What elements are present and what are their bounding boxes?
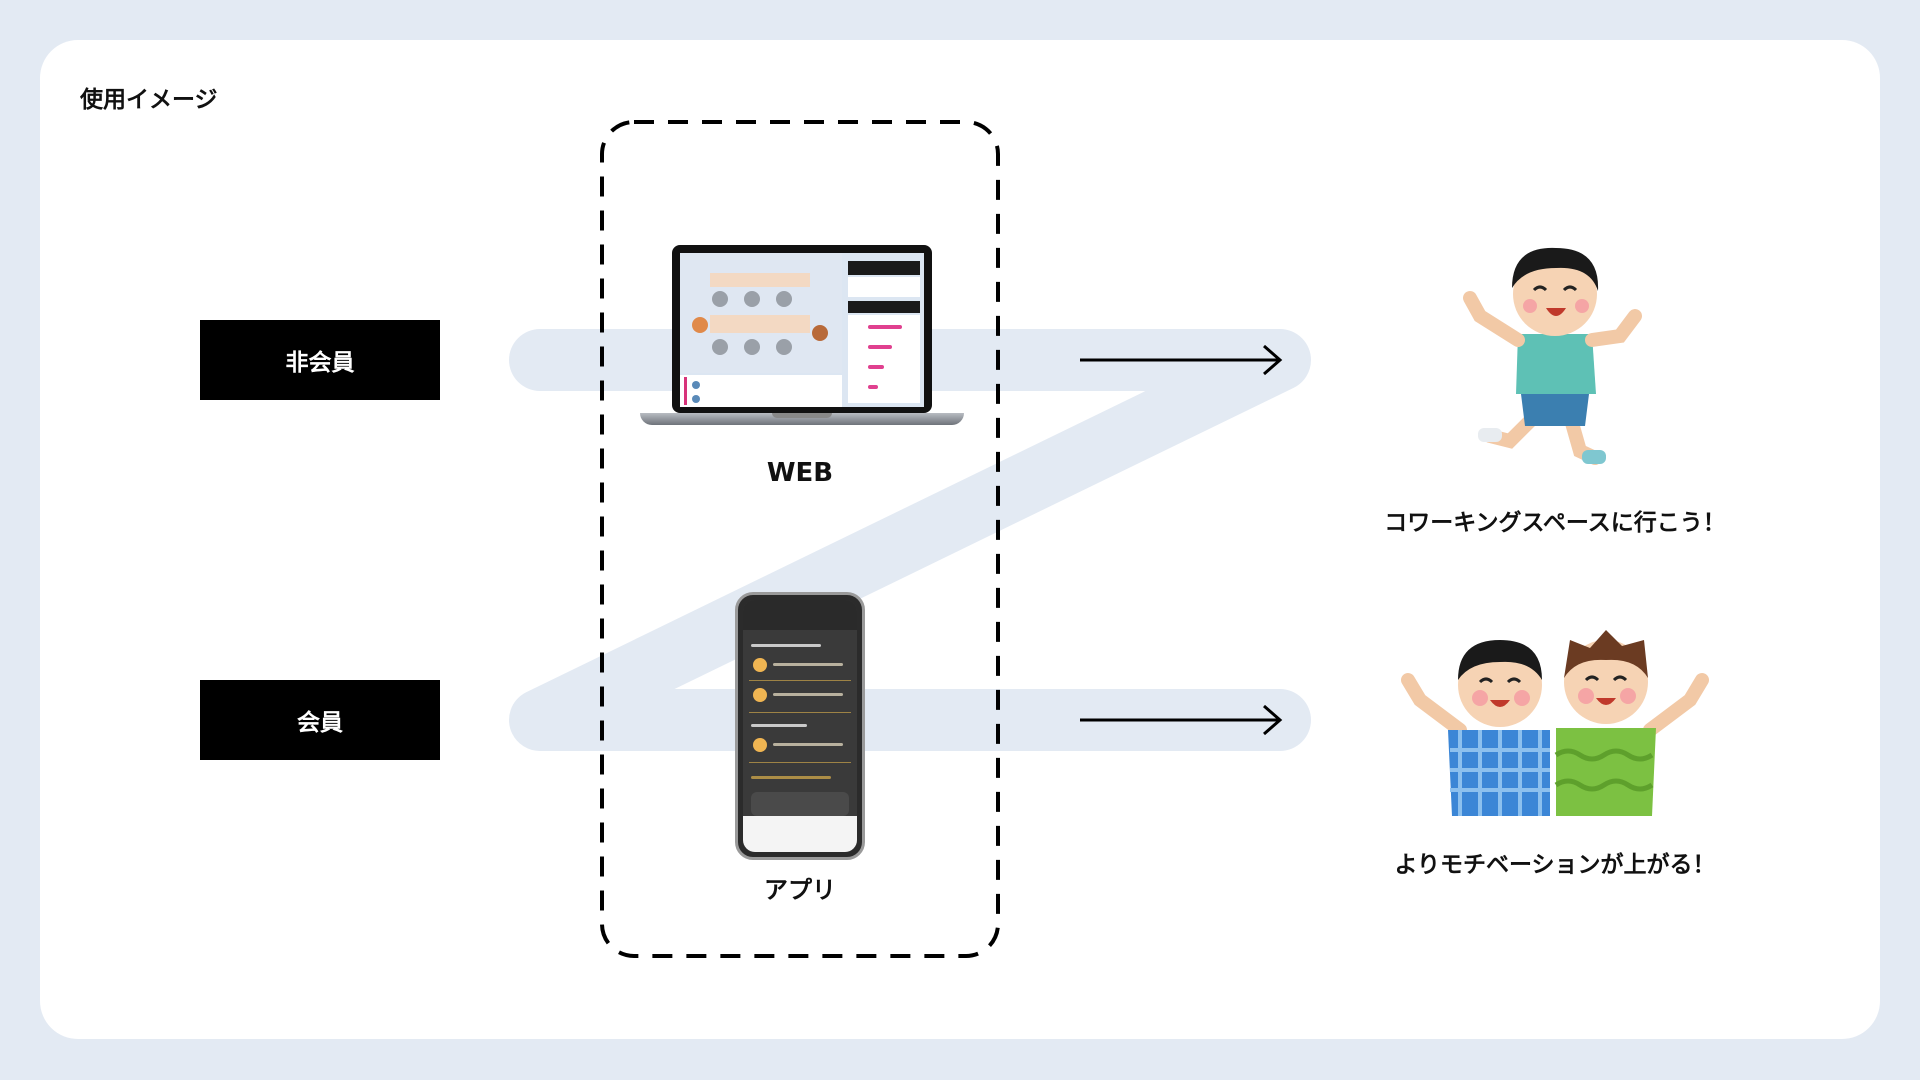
non-member-outcome: コワーキングスペースに行こう！ [1384, 510, 1726, 536]
app-caption: アプリ [764, 876, 836, 904]
web-screen-preview [680, 253, 920, 407]
arrow-right-icon [1080, 704, 1283, 736]
member-outcome: よりモチベーションが上がる！ [1394, 852, 1716, 878]
member-label: 会員 [200, 680, 440, 760]
running-boy-illustration [1463, 247, 1642, 465]
two-boys-cheering-illustration [1401, 630, 1709, 816]
web-caption: WEB [766, 458, 834, 488]
smartphone-icon [735, 592, 865, 860]
page-title: 使用イメージ [80, 87, 218, 113]
platform-group-box [600, 120, 1000, 958]
app-screen-preview [743, 600, 857, 852]
non-member-label: 非会員 [200, 320, 440, 400]
arrow-right-icon [1080, 344, 1283, 376]
